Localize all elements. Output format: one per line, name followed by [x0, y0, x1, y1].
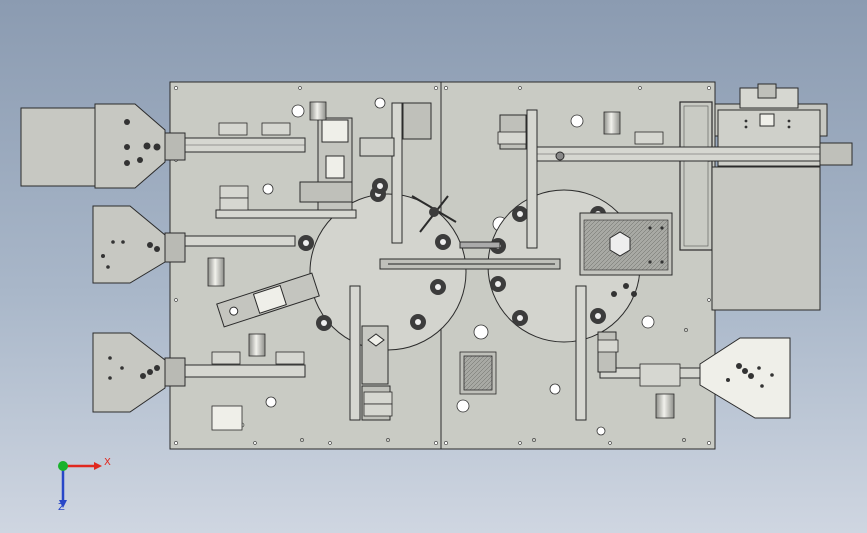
output-conveyor-frame: [534, 83, 853, 311]
mounting-blocks: [211, 122, 681, 431]
axis-x-label: X: [104, 457, 111, 468]
pneumatic-cylinders: [207, 101, 675, 419]
gearbox: [579, 212, 673, 297]
axis-triad: [58, 461, 102, 508]
axis-y-dot: [58, 461, 68, 471]
axis-z-label: Z: [58, 502, 65, 513]
angled-cylinder-left: [216, 272, 320, 328]
feeder-chute-top-left: [20, 103, 306, 189]
feeder-chute-bottom-left: [92, 332, 306, 413]
feeder-chute-middle-left: [92, 205, 296, 284]
rotary-table-left: [298, 186, 467, 351]
cylinder-unit-top-left: [215, 117, 395, 219]
transfer-rail: [379, 241, 561, 270]
cross-link-arm: [411, 195, 457, 233]
